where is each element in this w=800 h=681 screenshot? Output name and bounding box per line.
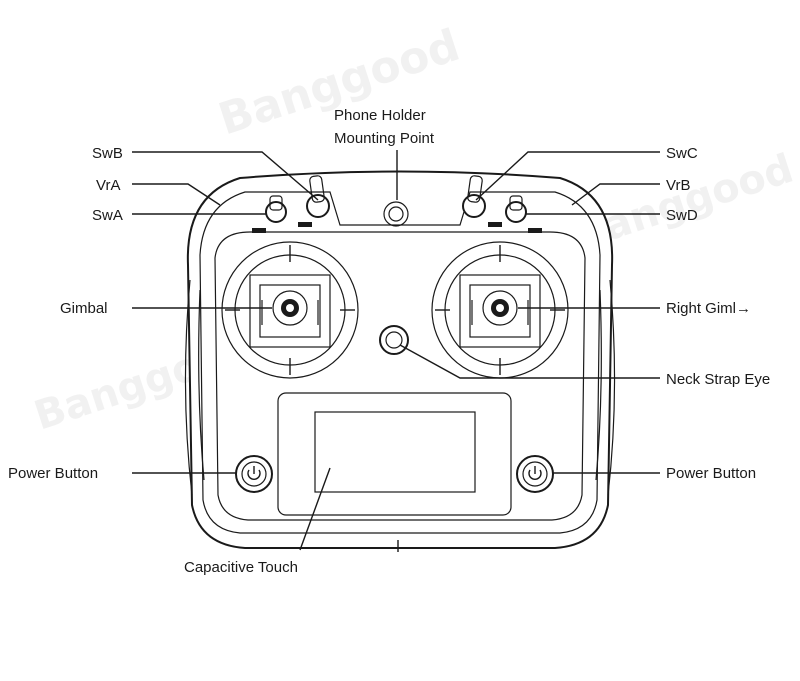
power-button-left <box>235 455 273 493</box>
label-swb: SwB <box>92 145 123 162</box>
labels: Phone Holder Mounting Point SwB VrA SwA … <box>8 107 770 576</box>
phone-holder-mount <box>383 201 409 227</box>
left-gimbal <box>221 241 359 379</box>
label-swc: SwC <box>666 145 698 162</box>
label-vra: VrA <box>96 177 120 194</box>
switch-swa <box>252 195 287 233</box>
label-power-left: Power Button <box>8 465 98 482</box>
label-phone-holder: Phone Holder <box>334 107 426 124</box>
neck-strap-eye <box>379 325 409 355</box>
label-capacitive: Capacitive Touch <box>184 559 298 576</box>
power-icon <box>528 466 542 480</box>
label-swd: SwD <box>666 207 698 224</box>
label-right-gimbal: Right Giml→ <box>666 300 751 317</box>
right-gimbal <box>431 241 569 379</box>
switch-swc <box>462 175 502 227</box>
leader-lines <box>132 150 660 551</box>
switch-swb <box>298 175 330 227</box>
label-vrb: VrB <box>666 177 690 194</box>
power-icon <box>247 466 261 480</box>
label-power-right: Power Button <box>666 465 756 482</box>
watermark-text: Banggood <box>213 20 466 146</box>
switch-swd <box>505 195 542 233</box>
power-button-right <box>516 455 554 493</box>
label-neck-strap: Neck Strap Eye <box>666 371 770 388</box>
label-swa: SwA <box>92 207 123 224</box>
label-gimbal: Gimbal <box>60 300 108 317</box>
touch-screen <box>277 392 512 516</box>
label-mounting-point: Mounting Point <box>334 130 435 147</box>
controller-body <box>184 170 616 549</box>
